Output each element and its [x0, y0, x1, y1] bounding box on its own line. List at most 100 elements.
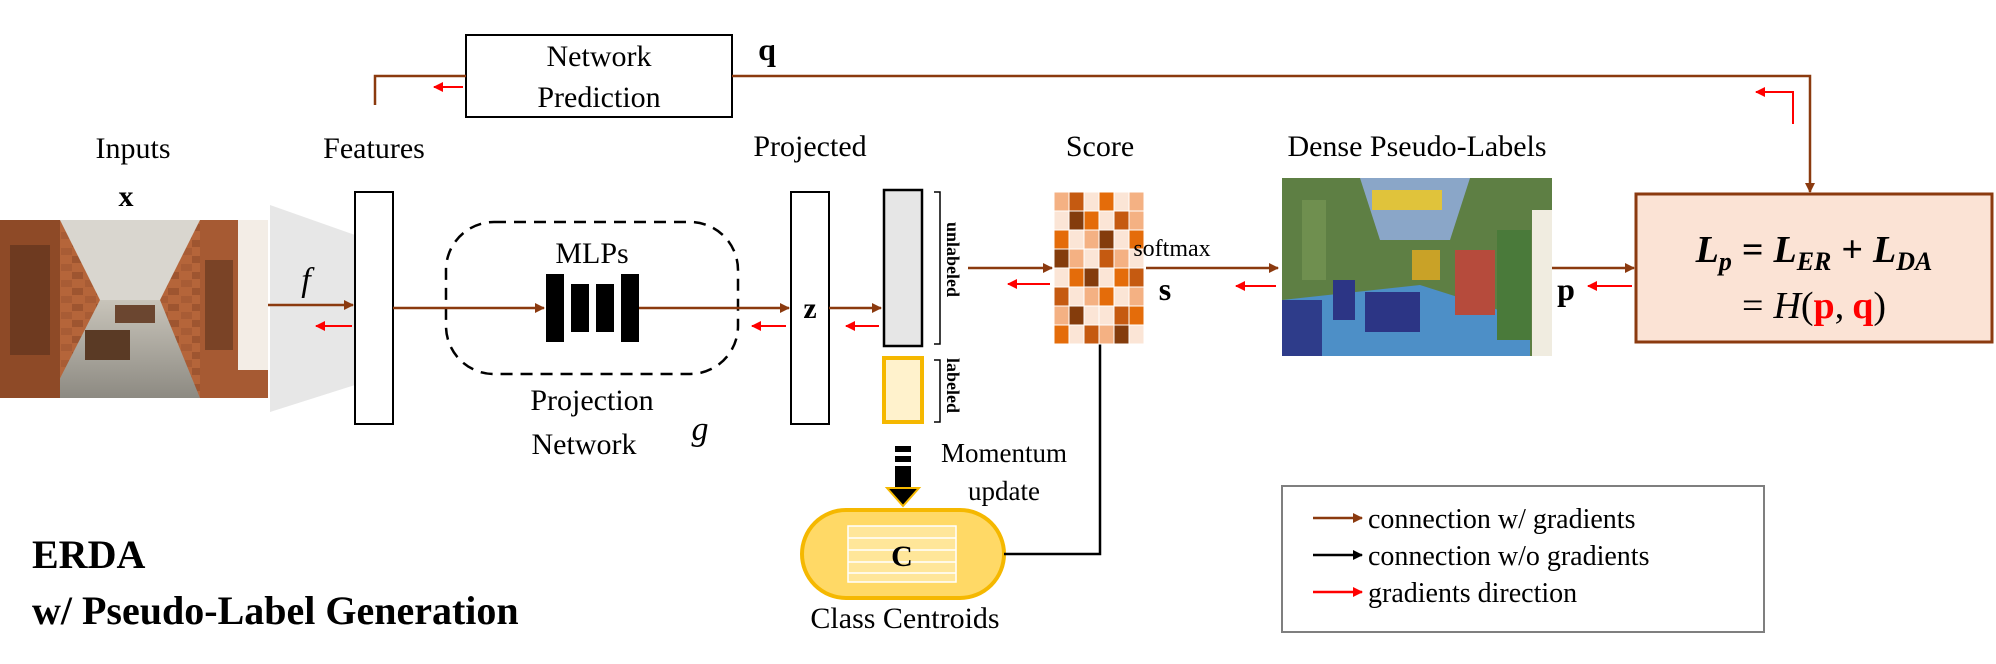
- score-cell: [1128, 324, 1145, 345]
- dense-pseudo-labels-label: Dense Pseudo-Labels: [1287, 130, 1546, 163]
- legend-no-gradients-label: connection w/o gradients: [1368, 541, 1649, 572]
- encoder-f-shape: [270, 205, 355, 412]
- score-cell: [1083, 191, 1100, 212]
- projected-label: Projected: [753, 130, 866, 163]
- score-cell: [1113, 248, 1130, 269]
- score-cell: [1083, 267, 1100, 288]
- score-cell: [1083, 324, 1100, 345]
- score-cell: [1083, 286, 1100, 307]
- score-cell: [1053, 305, 1070, 326]
- score-cell: [1113, 210, 1130, 231]
- score-cell: [1053, 286, 1070, 307]
- inputs-label: Inputs: [96, 132, 171, 165]
- score-cell: [1053, 191, 1070, 212]
- diagram-title-line2: w/ Pseudo-Label Generation: [32, 588, 519, 633]
- score-cell: [1113, 229, 1130, 250]
- loss-equation-line1: Lp=LER+LDA: [1695, 229, 1933, 276]
- score-cell: [1053, 229, 1070, 250]
- score-cell: [1098, 305, 1115, 326]
- score-cell: [1068, 210, 1085, 231]
- score-cell: [1068, 305, 1085, 326]
- centroids-to-score-connection: [1004, 313, 1105, 556]
- score-cell: [1053, 267, 1070, 288]
- legend-gradient-direction-label: gradients direction: [1368, 578, 1577, 609]
- score-cell: [1068, 248, 1085, 269]
- labeled-label: labeled: [943, 358, 963, 413]
- input-point-cloud-image: [0, 220, 268, 398]
- momentum-update-line1: Momentum: [941, 438, 1067, 468]
- score-grid: [1053, 191, 1145, 345]
- dense-pseudo-labels-image: [1282, 178, 1552, 356]
- features-block: [354, 191, 394, 425]
- network-prediction-line2: Prediction: [537, 81, 660, 114]
- score-cell: [1053, 248, 1070, 269]
- mlps-label: MLPs: [555, 237, 628, 270]
- loss-box: [1634, 192, 1994, 344]
- score-cell: [1113, 267, 1130, 288]
- z-symbol: z: [803, 292, 816, 325]
- features-label: Features: [323, 132, 425, 165]
- class-centroids-label: Class Centroids: [810, 602, 999, 635]
- projection-network-line1: Projection: [530, 384, 653, 417]
- projection-g-symbol: g: [692, 411, 709, 448]
- projection-network-box: [444, 220, 740, 376]
- score-cell: [1128, 191, 1145, 212]
- score-cell: [1128, 210, 1145, 231]
- projected-block: [790, 191, 830, 425]
- mlp-layer-1: [546, 274, 564, 342]
- mlp-layer-3: [596, 284, 614, 332]
- score-cell: [1098, 267, 1115, 288]
- score-cell: [1068, 267, 1085, 288]
- mlp-layer-2: [571, 284, 589, 332]
- features-to-prediction-connection: [373, 74, 466, 105]
- prediction-to-loss-connection: [732, 74, 1815, 193]
- unlabeled-label: unlabeled: [943, 222, 963, 297]
- score-cell: [1098, 210, 1115, 231]
- mlp-layer-4: [621, 274, 639, 342]
- score-cell: [1113, 286, 1130, 307]
- softmax-label: softmax: [1133, 236, 1210, 262]
- score-cell: [1113, 191, 1130, 212]
- score-label: Score: [1066, 130, 1134, 163]
- unlabeled-block: [882, 188, 924, 348]
- score-cell: [1098, 324, 1115, 345]
- class-centroids-table: [847, 525, 957, 583]
- score-cell: [1068, 229, 1085, 250]
- legend-gradients-label: connection w/ gradients: [1368, 504, 1635, 535]
- score-cell: [1053, 210, 1070, 231]
- score-cell: [1068, 286, 1085, 307]
- labeled-block: [882, 356, 924, 424]
- s-symbol: s: [1159, 271, 1171, 307]
- score-cell: [1113, 324, 1130, 345]
- loss-equation-line2: =H(p,q): [1742, 285, 1886, 327]
- momentum-update-line2: update: [968, 476, 1040, 506]
- score-cell: [1128, 286, 1145, 307]
- score-cell: [1083, 229, 1100, 250]
- unlabeled-brace: [934, 191, 941, 345]
- network-prediction-line1: Network: [547, 40, 652, 73]
- projection-network-line2: Network: [532, 428, 637, 461]
- score-cell: [1083, 210, 1100, 231]
- q-symbol: q: [758, 31, 776, 67]
- score-cell: [1128, 267, 1145, 288]
- score-cell: [1068, 324, 1085, 345]
- score-cell: [1083, 305, 1100, 326]
- score-cell: [1098, 229, 1115, 250]
- score-cell: [1128, 305, 1145, 326]
- diagram-title-line1: ERDA: [32, 532, 145, 577]
- score-cell: [1098, 248, 1115, 269]
- score-cell: [1068, 191, 1085, 212]
- score-cell: [1053, 324, 1070, 345]
- inputs-symbol-x: x: [119, 180, 134, 213]
- centroid-symbol-c: C: [891, 540, 913, 573]
- p-symbol: p: [1557, 271, 1575, 307]
- momentum-update-arrow: [884, 446, 922, 508]
- score-cell: [1113, 305, 1130, 326]
- score-cell: [1083, 248, 1100, 269]
- score-cell: [1098, 286, 1115, 307]
- labeled-brace: [934, 359, 941, 423]
- score-cell: [1098, 191, 1115, 212]
- loss-q-gradient-arrow: [1755, 87, 1794, 124]
